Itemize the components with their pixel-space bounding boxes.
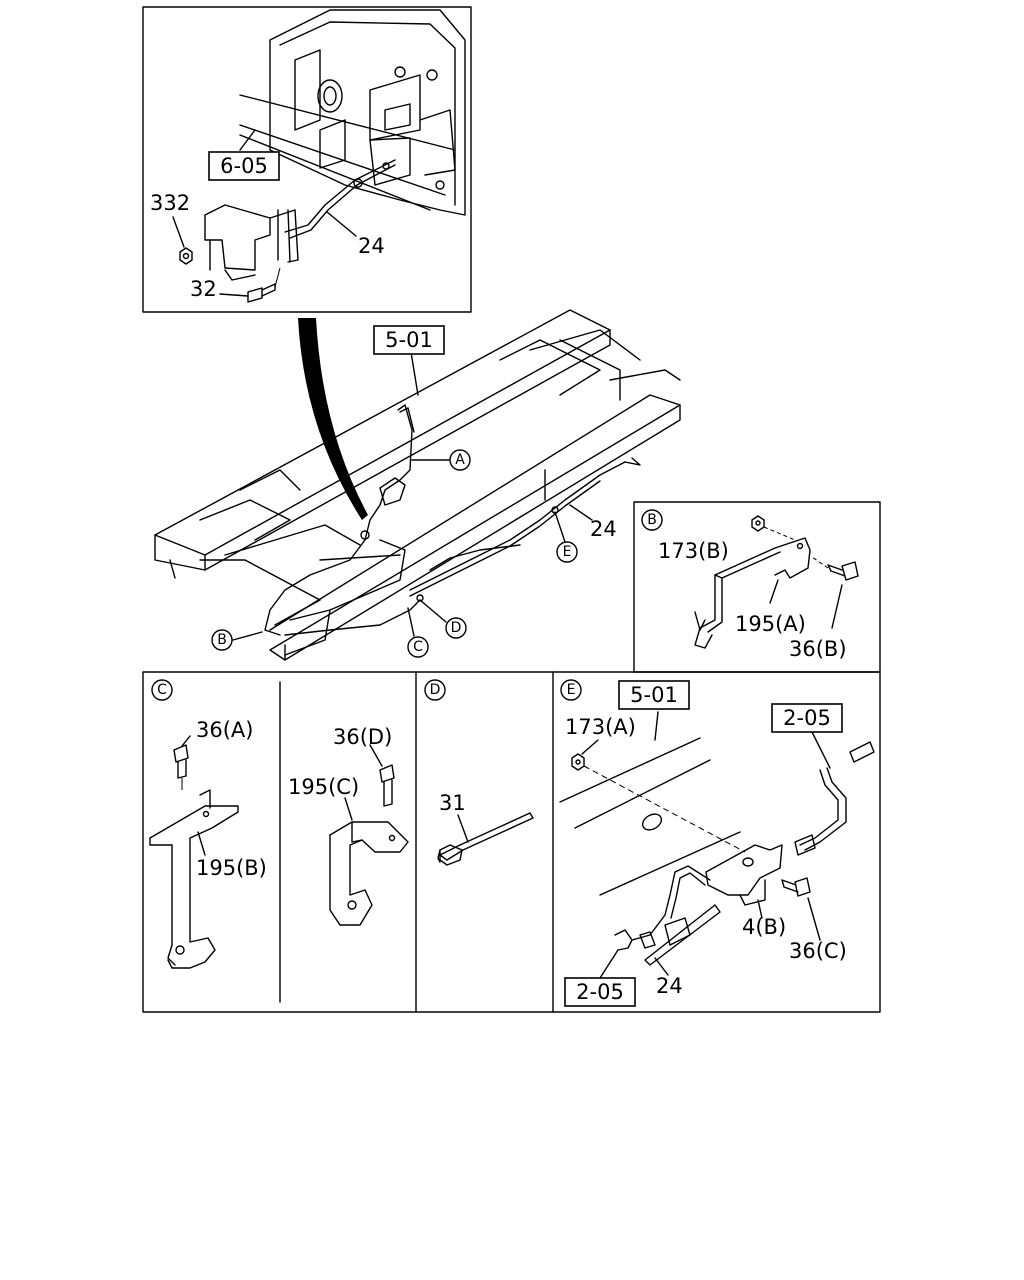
detail-e-refbox-205-lower: 2-05: [564, 977, 636, 1007]
ref-label: 5-01: [630, 683, 678, 707]
part-label-195c: 195(C): [288, 775, 359, 799]
detail-c-left-bracket: [149, 735, 239, 969]
detail-e-refbox-205-upper: 2-05: [771, 703, 843, 733]
part-label-24: 24: [358, 234, 385, 258]
callout-a: A: [449, 449, 471, 471]
detail-d-marker: D: [424, 679, 446, 701]
main-refbox-501: 5-01: [373, 325, 445, 355]
part-label-36c: 36(C): [789, 939, 847, 963]
part-label-36d: 36(D): [333, 725, 392, 749]
detail-c-marker: C: [151, 679, 173, 701]
part-label-36a: 36(A): [196, 718, 253, 742]
part-label-31: 31: [439, 791, 466, 815]
part-label-195a: 195(A): [735, 612, 806, 636]
callout-b: B: [211, 629, 233, 651]
detail-b-marker: B: [641, 509, 663, 531]
part-label-36b: 36(B): [789, 637, 847, 661]
detail-marker-label: E: [567, 682, 576, 698]
bottom-panels-frame: [142, 671, 881, 1013]
detail-c-right-bracket: [329, 744, 409, 926]
inset-refbox-605: 6-05: [208, 151, 280, 181]
part-label-173b: 173(B): [658, 539, 729, 563]
callout-e: E: [556, 541, 578, 563]
ref-label: 2-05: [576, 980, 624, 1004]
detail-b-bracket: [694, 515, 859, 649]
inset-top-frame: [142, 6, 472, 313]
detail-d-cable-tie: [437, 812, 534, 866]
detail-marker-label: C: [157, 682, 167, 698]
callout-c: C: [407, 636, 429, 658]
detail-e-refbox-501: 5-01: [618, 680, 690, 710]
callout-label: A: [455, 452, 465, 468]
part-label-195b: 195(B): [196, 856, 267, 880]
inset-pointer-arrow: [298, 318, 368, 520]
chassis-frame-drawing: [154, 309, 681, 661]
ref-label: 6-05: [220, 154, 268, 178]
part-label-332: 332: [150, 191, 190, 215]
callout-label: B: [217, 632, 227, 648]
callout-label: D: [451, 620, 462, 636]
part-label-24: 24: [590, 517, 617, 541]
ref-label: 5-01: [385, 328, 433, 352]
callout-label: E: [563, 544, 572, 560]
inset-cab-panel-drawing: [172, 9, 466, 303]
detail-e-assembly: [559, 711, 875, 979]
part-label-173a: 173(A): [565, 715, 636, 739]
brake-hose-route: [232, 351, 641, 641]
part-label-24: 24: [656, 974, 683, 998]
detail-marker-label: B: [647, 512, 657, 528]
detail-marker-label: D: [430, 682, 441, 698]
part-label-32: 32: [190, 277, 217, 301]
detail-e-marker: E: [560, 679, 582, 701]
callout-label: C: [413, 639, 423, 655]
ref-label: 2-05: [783, 706, 831, 730]
callout-d: D: [445, 617, 467, 639]
part-label-4b: 4(B): [742, 915, 786, 939]
